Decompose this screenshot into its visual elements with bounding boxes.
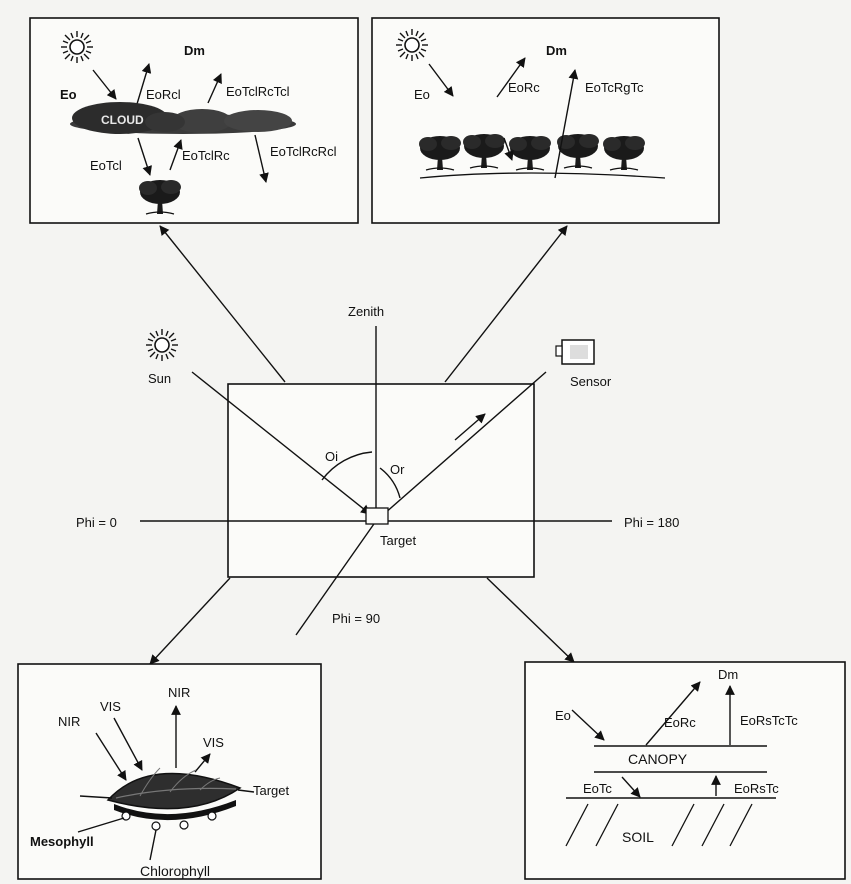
cloud-icon xyxy=(70,102,296,134)
soil-panel-frame xyxy=(524,661,846,880)
theta-i-label: Oi xyxy=(325,449,338,464)
cloud-eotclrcrcl-label: EoTclRcRcl xyxy=(270,144,337,159)
target-label: Target xyxy=(380,533,417,548)
sensor-label: Sensor xyxy=(570,374,612,389)
leaf-nir-in-label: NIR xyxy=(58,714,80,729)
mesophyll-label: Mesophyll xyxy=(30,834,94,849)
forest-icon xyxy=(418,133,666,179)
soil-label: SOIL xyxy=(622,829,654,845)
sun-icon xyxy=(145,328,179,362)
canopy-dm-label: Dm xyxy=(546,43,567,58)
canopy-eo-label: Eo xyxy=(414,87,430,102)
phi0-label: Phi = 0 xyxy=(76,515,117,530)
theta-r-arc xyxy=(379,467,401,499)
canopy-eotcrgtc-label: EoTcRgTc xyxy=(585,80,644,95)
cloud-eo-label: Eo xyxy=(60,87,77,102)
soil-dm-label: Dm xyxy=(718,667,738,682)
cloud-panel: Dm Eo EoRcl EoTclRcTcl CLOUD EoTcl EoTcl… xyxy=(29,17,359,224)
sun-label: Sun xyxy=(148,371,171,386)
theta-r-label: Or xyxy=(390,462,405,477)
soil-eo-label: Eo xyxy=(555,708,571,723)
target-marker xyxy=(365,507,389,525)
cloud-word-label: CLOUD xyxy=(101,113,144,127)
cloud-eorcl-label: EoRcl xyxy=(146,87,181,102)
soil-eorstctc-label: EoRsTcTc xyxy=(740,713,798,728)
phi90-axis xyxy=(295,520,377,636)
soil-hatching xyxy=(565,803,753,847)
geometry-frame xyxy=(227,383,535,578)
sun-icon xyxy=(60,30,94,64)
soil-panel: Dm Eo EoRc EoRsTcTc CANOPY EoTc EoRsTc S… xyxy=(524,661,846,880)
leaf-icon xyxy=(106,767,242,831)
phi90-label: Phi = 90 xyxy=(332,611,380,626)
reflected-ray xyxy=(375,371,547,522)
phi180-label: Phi = 180 xyxy=(624,515,679,530)
leaf-panel-frame xyxy=(17,663,322,880)
sun-icon xyxy=(395,28,429,62)
chlorophyll-label: Chlorophyll xyxy=(140,863,210,879)
leaf-target-label: Target xyxy=(253,783,290,798)
leaf-vis-in-label: VIS xyxy=(100,699,121,714)
theta-i-arc xyxy=(321,451,373,481)
canopy-panel-frame xyxy=(371,17,720,224)
soil-eorc-label: EoRc xyxy=(664,715,696,730)
geometry-panel: Zenith Phi = 0 Phi = 180 Phi = 90 Sun Oi… xyxy=(76,304,679,636)
cloud-eotcl-label: EoTcl xyxy=(90,158,122,173)
zenith-label: Zenith xyxy=(348,304,384,319)
leaf-panel: NIR VIS NIR VIS Target Mesophyll Chlorop… xyxy=(17,663,322,880)
leaf-nir-out-label: NIR xyxy=(168,685,190,700)
sensor-icon xyxy=(555,339,595,365)
soil-eotc-label: EoTc xyxy=(583,781,612,796)
canopy-panel: Dm Eo EoRc EoTcRgTc xyxy=(371,17,720,224)
canopy-eorc-label: EoRc xyxy=(508,80,540,95)
soil-eorstc-label: EoRsTc xyxy=(734,781,779,796)
cloud-dm-label: Dm xyxy=(184,43,205,58)
leaf-vis-out-label: VIS xyxy=(203,735,224,750)
cloud-eotclrc-label: EoTclRc xyxy=(182,148,230,163)
incident-ray xyxy=(191,371,371,515)
cloud-eotclrctcl-label: EoTclRcTcl xyxy=(226,84,290,99)
canopy-layer-label: CANOPY xyxy=(628,751,688,767)
